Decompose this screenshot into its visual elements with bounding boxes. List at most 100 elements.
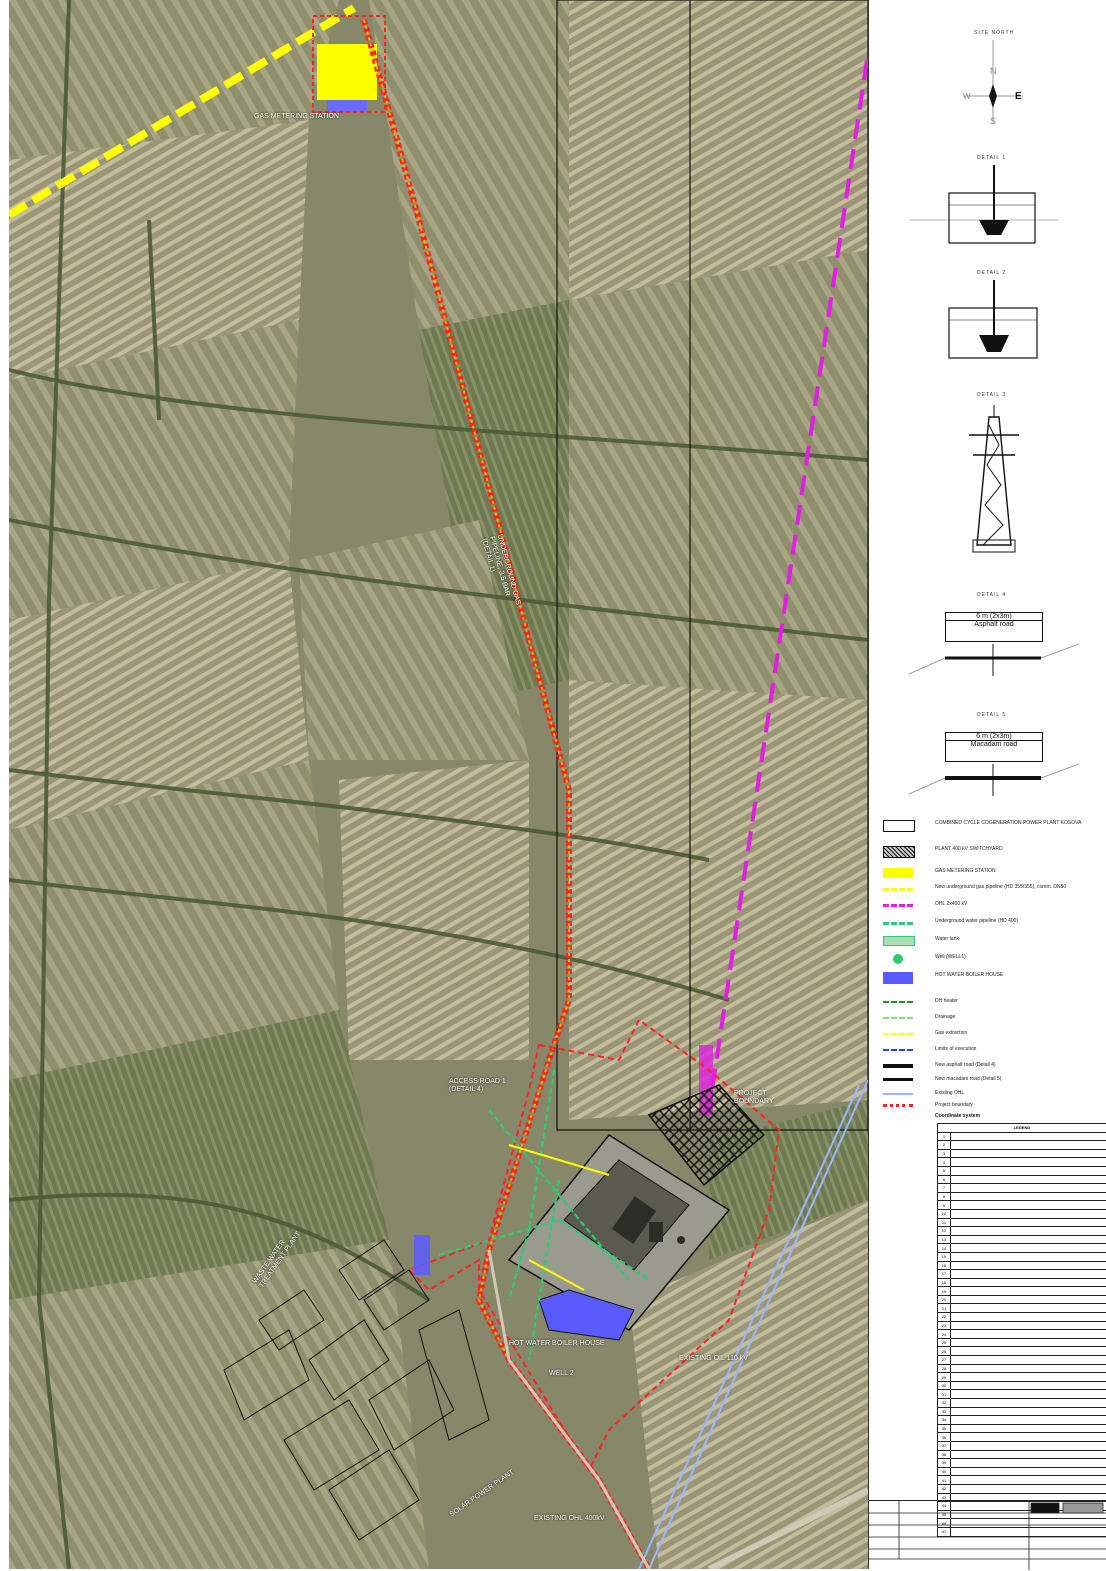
legend-table-number: 27 bbox=[938, 1356, 951, 1365]
legend-table-row: 37 bbox=[938, 1441, 1106, 1450]
legend-table-number: 8 bbox=[938, 1192, 951, 1201]
title-block-grid bbox=[869, 1501, 1106, 1570]
legend-table-row: 32 bbox=[938, 1399, 1106, 1408]
legend-table-description bbox=[951, 1484, 1106, 1493]
legend-table-description bbox=[951, 1313, 1106, 1322]
legend-table-row: 20 bbox=[938, 1295, 1106, 1304]
legend-item-water-tank: Water tank bbox=[935, 936, 1095, 942]
legend-table-description bbox=[951, 1201, 1106, 1210]
aerial-map[interactable]: WASTE WATER TREATMENT PLANT SOLAR POWER … bbox=[9, 0, 868, 1569]
legend-table-description bbox=[951, 1450, 1106, 1459]
legend-table-number: 26 bbox=[938, 1347, 951, 1356]
legend-table-number: 12 bbox=[938, 1227, 951, 1236]
legend-table-number: 18 bbox=[938, 1278, 951, 1287]
compass-s: S bbox=[990, 116, 996, 126]
legend-table-description bbox=[951, 1132, 1106, 1141]
legend-table-number: 29 bbox=[938, 1373, 951, 1382]
detail-4-name: Asphalt road bbox=[946, 620, 1042, 628]
legend-item-existing-ohl: Existing OHL bbox=[935, 1090, 1095, 1096]
legend-table-description bbox=[951, 1235, 1106, 1244]
detail-4-road: 6 m (2x3m) Asphalt road bbox=[945, 612, 1043, 642]
legend-table-row: 15 bbox=[938, 1252, 1106, 1261]
legend-table-number: 38 bbox=[938, 1450, 951, 1459]
legend-table-row: 2 bbox=[938, 1141, 1106, 1150]
legend-table-number: 32 bbox=[938, 1399, 951, 1408]
legend-table-description bbox=[951, 1261, 1106, 1270]
legend-table-number: 4 bbox=[938, 1158, 951, 1167]
legend-table-number: 34 bbox=[938, 1416, 951, 1425]
legend-item-asphalt-road: New asphalt road (Detail 4) bbox=[935, 1062, 1095, 1068]
detail-1-title: DETAIL 1 bbox=[977, 155, 1006, 161]
boiler-small bbox=[327, 100, 367, 112]
detail-3-tower bbox=[949, 405, 1039, 555]
legend-table-row: 23 bbox=[938, 1321, 1106, 1330]
legend-table-row: 14 bbox=[938, 1244, 1106, 1253]
legend-table-row: 41 bbox=[938, 1476, 1106, 1485]
legend-table-row: 18 bbox=[938, 1278, 1106, 1287]
legend-table-row: 12 bbox=[938, 1227, 1106, 1236]
detail-5-width: 6 m (2x3m) bbox=[946, 733, 1042, 740]
legend-table-description bbox=[951, 1321, 1106, 1330]
legend-table-number: 39 bbox=[938, 1459, 951, 1468]
legend-table-number: 37 bbox=[938, 1441, 951, 1450]
legend-item-project-boundary: Project boundary bbox=[935, 1102, 1095, 1108]
legend-table-description bbox=[951, 1184, 1106, 1193]
legend-table-row: 28 bbox=[938, 1364, 1106, 1373]
legend-table-row: 9 bbox=[938, 1201, 1106, 1210]
legend-item-well: Well (WELL1) bbox=[935, 954, 1095, 960]
legend-table-row: 6 bbox=[938, 1175, 1106, 1184]
legend-table-description bbox=[951, 1424, 1106, 1433]
legend-table-row: 11 bbox=[938, 1218, 1106, 1227]
legend-item-gms: GAS METERING STATION bbox=[935, 868, 1095, 874]
legend-table-row: 42 bbox=[938, 1484, 1106, 1493]
legend-table-row: 30 bbox=[938, 1381, 1106, 1390]
legend-item-ccpp: COMBINED CYCLE COGENERATION POWER PLANT … bbox=[935, 820, 1095, 826]
legend-table-number: 20 bbox=[938, 1295, 951, 1304]
legend-table-number: 3 bbox=[938, 1149, 951, 1158]
compass-w: W bbox=[963, 92, 971, 101]
gas-metering-station[interactable] bbox=[317, 44, 377, 100]
legend-table-number: 19 bbox=[938, 1287, 951, 1296]
legend-item-water-pipeline: Underground water pipeline (HD 400) bbox=[935, 918, 1095, 924]
legend-table-row: 7 bbox=[938, 1184, 1106, 1193]
legend-table-description bbox=[951, 1390, 1106, 1399]
legend-item-macadam-road: New macadam road (Detail 5) bbox=[935, 1076, 1095, 1082]
legend-table-description bbox=[951, 1347, 1106, 1356]
legend-table-number: 40 bbox=[938, 1467, 951, 1476]
legend-table-number: 30 bbox=[938, 1381, 951, 1390]
legend-table-number: 41 bbox=[938, 1476, 951, 1485]
legend-table-description bbox=[951, 1338, 1106, 1347]
legend-table-row: 39 bbox=[938, 1459, 1106, 1468]
legend-table-number: 33 bbox=[938, 1407, 951, 1416]
access-road-label: ACCESS ROAD 1 (DETAIL 4) bbox=[449, 1078, 506, 1094]
legend-table-description bbox=[951, 1192, 1106, 1201]
legend-table-row: 26 bbox=[938, 1347, 1106, 1356]
legend-item-dh-heater: DH heater bbox=[935, 998, 1095, 1004]
legend-table-description bbox=[951, 1373, 1106, 1382]
detail-4-title: DETAIL 4 bbox=[977, 592, 1006, 598]
legend-table-header: LEGEND bbox=[938, 1124, 1106, 1133]
legend-table-row: 5 bbox=[938, 1166, 1106, 1175]
legend-table-description bbox=[951, 1433, 1106, 1442]
legend-table-row: 13 bbox=[938, 1235, 1106, 1244]
project-boundary-label: PROJECT BOUNDARY bbox=[734, 1090, 774, 1106]
legend-table-description bbox=[951, 1399, 1106, 1408]
legend-item-switchyard: PLANT 400 kV SWITCHYARD bbox=[935, 846, 1095, 852]
legend-table-description bbox=[951, 1416, 1106, 1425]
coordinate-system-title: Coordinate system bbox=[935, 1113, 980, 1119]
legend-table-number: 2 bbox=[938, 1141, 951, 1150]
title-block bbox=[869, 1500, 1106, 1570]
detail-5-title: DETAIL 5 bbox=[977, 712, 1006, 718]
legend-table-row: 34 bbox=[938, 1416, 1106, 1425]
legend-table-number: 31 bbox=[938, 1390, 951, 1399]
legend-table-description bbox=[951, 1227, 1106, 1236]
detail-2-section bbox=[939, 280, 1059, 370]
legend-table-row: 8 bbox=[938, 1192, 1106, 1201]
legend-table-number: 5 bbox=[938, 1166, 951, 1175]
legend-table-number: 14 bbox=[938, 1244, 951, 1253]
compass-n: N bbox=[990, 66, 997, 76]
legend-table-row: 4 bbox=[938, 1158, 1106, 1167]
legend-table-description bbox=[951, 1364, 1106, 1373]
legend-table-number: 7 bbox=[938, 1184, 951, 1193]
